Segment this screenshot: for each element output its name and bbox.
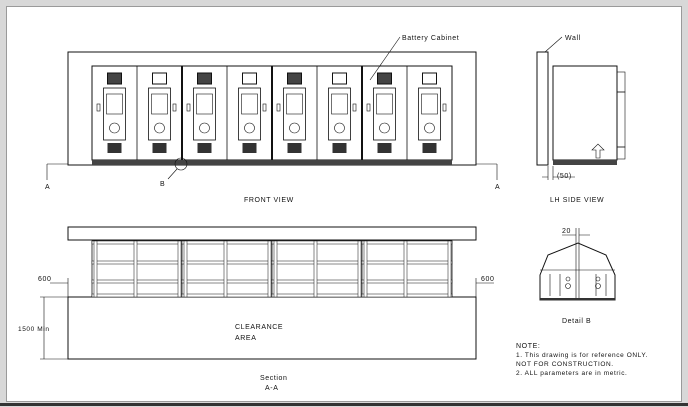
cabinet-door [136,66,177,160]
cabinet-door [361,66,396,160]
cabinet-base [92,160,452,165]
side-wall [536,51,549,166]
cabinet-door [181,66,216,160]
battery-cabinet-label: Battery Cabinet [402,35,459,42]
cabinet-door [91,66,126,160]
side-view: Wall (50) LH SIDE VIEW [536,35,626,204]
cabinet-door [316,66,357,160]
section-title-2: A-A [265,385,278,392]
cabinet-door [271,66,306,160]
battery-rack [91,240,183,298]
detail-title: Detail B [562,318,591,325]
note-line-2: NOT FOR CONSTRUCTION. [516,361,614,368]
clearance-right-dim: 600 [481,276,494,283]
section-marker-left: A [45,184,50,191]
clearance-left-dim: 600 [38,276,51,283]
battery-rack [181,240,273,298]
detail-b-marker-circle [174,157,188,171]
note-block: NOTE: 1. This drawing is for reference O… [516,343,648,377]
section-a-a: 600 600 1500 Min CLEARANCE AREA Section … [18,226,494,392]
section-slab [67,226,477,241]
cabinet-door [406,66,447,160]
side-offset-dim: (50) [557,173,572,180]
wall-label: Wall [565,35,581,42]
section-title-1: Section [260,375,288,382]
arrow-up-symbol [591,143,605,159]
battery-rack [271,240,363,298]
front-view: B A A Battery Cabinet FRONT VIEW [45,35,500,204]
cabinet-door [226,66,267,160]
note-line-1: 1. This drawing is for reference ONLY. [516,352,648,359]
detail-dim: 20 [562,228,571,235]
detail-b-marker-label: B [160,181,165,188]
section-marker-right: A [495,184,500,191]
front-view-title: FRONT VIEW [244,197,294,204]
side-view-title: LH SIDE VIEW [550,197,604,204]
bottom-border [0,403,688,406]
drawing-sheet [6,6,682,402]
clearance-depth-dim: 1500 Min [18,326,50,333]
battery-cabinet-leader [369,36,401,81]
note-line-3: 2. ALL parameters are in metric. [516,370,627,377]
note-title: NOTE: [516,343,540,350]
detail-b: 20 Detail B [539,228,616,325]
side-cabinet [552,65,618,161]
section-line [46,163,498,180]
clearance-area-label-2: AREA [235,335,256,342]
clearance-area-label-1: CLEARANCE [235,324,283,331]
battery-rack [361,240,453,298]
